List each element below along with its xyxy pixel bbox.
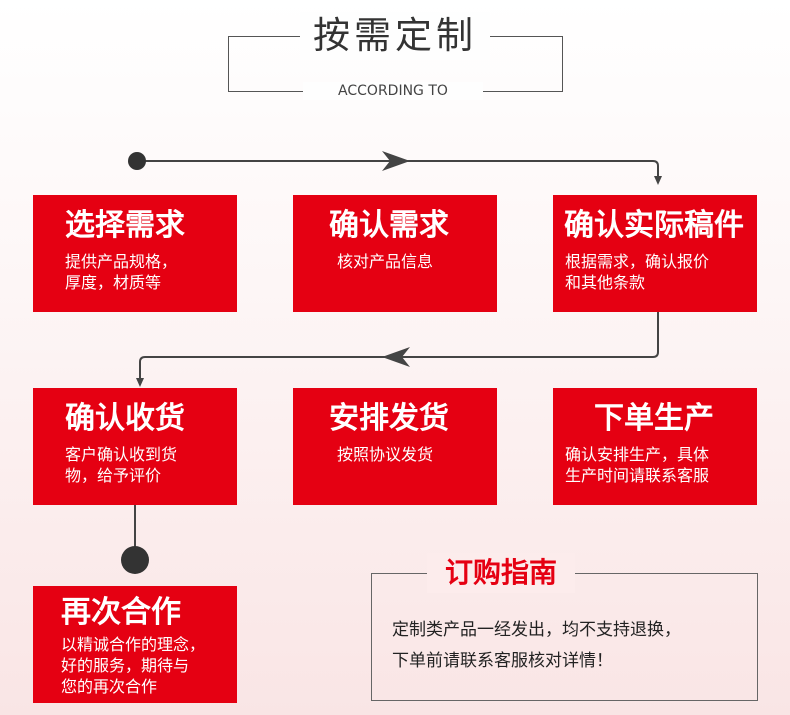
step-confirm-draft: 确认实际稿件 根据需求，确认报价 和其他条款 (553, 195, 757, 312)
step-desc: 确认安排生产，具体 生产时间请联系客服 (565, 445, 710, 485)
step-desc: 客户确认收到货 物，给予评价 (65, 445, 178, 485)
end-dot (121, 546, 149, 574)
step-title: 确认需求 (329, 208, 449, 243)
step-title: 选择需求 (65, 208, 185, 243)
step-arrange-shipping: 安排发货 按照协议发货 (293, 388, 497, 505)
header-underline-left (228, 91, 304, 92)
guide-top-line-left (371, 573, 428, 574)
arrow-down-icon-2 (136, 378, 144, 387)
step-title: 下单生产 (594, 401, 714, 436)
arrow-left-icon (382, 347, 410, 367)
guide-top-line-right (575, 573, 758, 574)
step-desc: 提供产品规格， 厚度，材质等 (65, 252, 178, 292)
step-title: 再次合作 (61, 595, 181, 630)
page-subtitle: ACCORDING TO (303, 82, 483, 100)
step-cooperate-again: 再次合作 以精诚合作的理念， 好的服务，期待与 您的再次合作 (33, 586, 237, 703)
step-desc: 按照协议发货 (337, 445, 434, 464)
guide-line-1: 定制类产品一经发出，均不支持退换， (392, 620, 681, 640)
arrow-right-icon (382, 151, 410, 171)
step-title: 安排发货 (329, 401, 449, 436)
step-confirm-receipt: 确认收货 客户确认收到货 物，给予评价 (33, 388, 237, 505)
ordering-guide-text: 定制类产品一经发出，均不支持退换， 下单前请联系客服核对详情！ (392, 615, 752, 677)
ordering-guide-title: 订购指南 (427, 553, 575, 593)
step-select-requirements: 选择需求 提供产品规格， 厚度，材质等 (33, 195, 237, 312)
step-desc: 以精诚合作的理念， 好的服务，期待与 您的再次合作 (61, 635, 206, 696)
step-title: 确认实际稿件 (564, 208, 744, 243)
step-desc: 核对产品信息 (337, 252, 434, 271)
step-desc: 根据需求，确认报价 和其他条款 (565, 252, 710, 292)
arrow-down-icon-1 (654, 176, 662, 185)
guide-line-2: 下单前请联系客服核对详情！ (392, 651, 613, 671)
page-title: 按需定制 (300, 12, 490, 60)
start-dot (128, 152, 146, 170)
header-underline-right (482, 91, 562, 92)
step-place-order: 下单生产 确认安排生产，具体 生产时间请联系客服 (553, 388, 757, 505)
step-confirm-requirements: 确认需求 核对产品信息 (293, 195, 497, 312)
step-title: 确认收货 (65, 401, 185, 436)
flow-line-middle (139, 312, 659, 378)
